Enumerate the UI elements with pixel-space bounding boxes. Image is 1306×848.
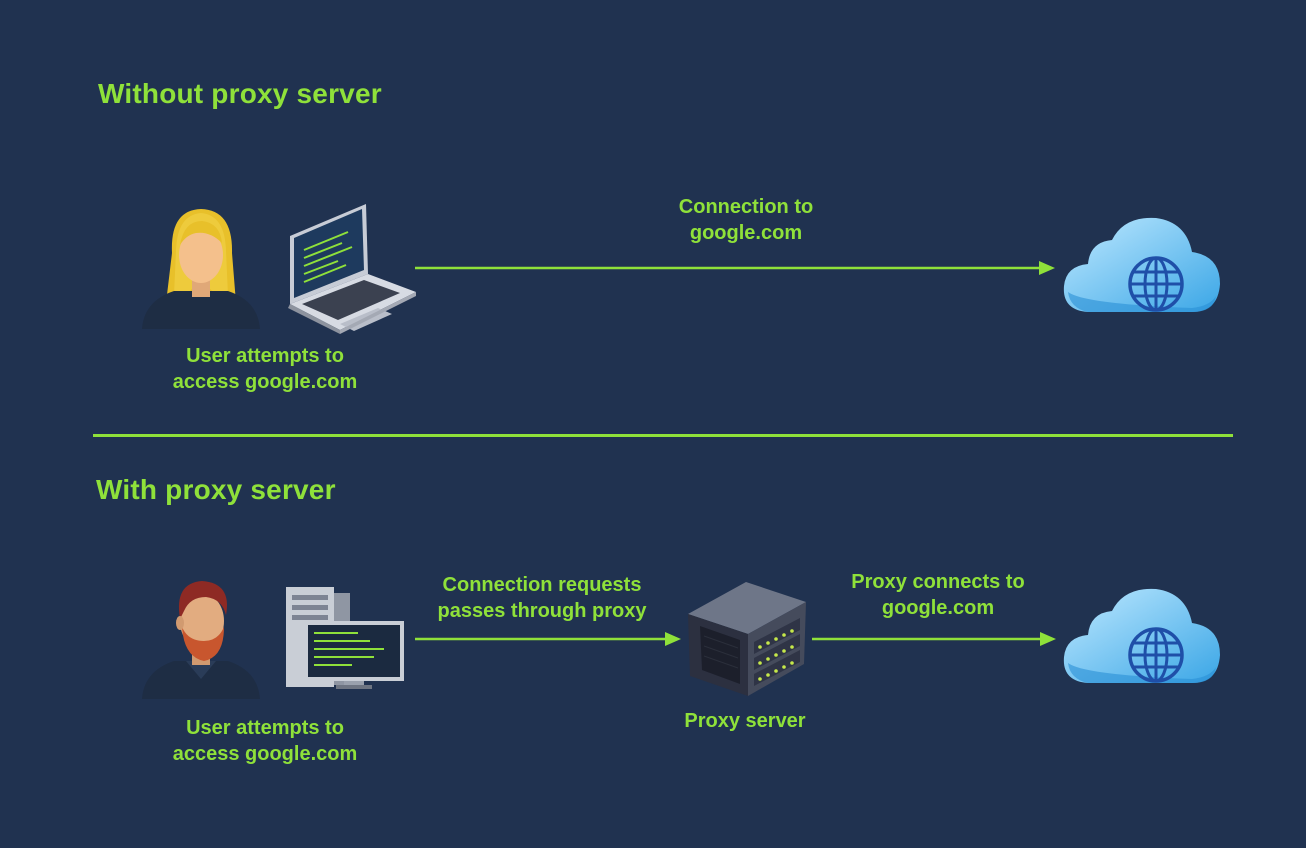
proxy-connect-label: Proxy connects to google.com bbox=[851, 571, 1025, 619]
user-caption: User attempts to access google.com bbox=[172, 717, 358, 765]
laptop-icon bbox=[288, 204, 416, 334]
section-title-without-proxy: Without proxy server bbox=[98, 78, 382, 109]
proxy-connect-arrow bbox=[812, 632, 1056, 646]
cloud-globe-icon bbox=[1063, 217, 1220, 312]
section-title-with-proxy: With proxy server bbox=[96, 474, 336, 505]
request-arrow bbox=[415, 632, 681, 646]
connection-arrow bbox=[415, 261, 1055, 275]
man-user-icon bbox=[142, 581, 260, 699]
connection-label: Connection to google.com bbox=[678, 196, 814, 244]
proxy-server-caption: Proxy server bbox=[684, 710, 806, 732]
section-divider bbox=[93, 434, 1233, 437]
user-caption: User attempts to access google.com bbox=[172, 345, 358, 393]
proxy-server-icon bbox=[688, 582, 806, 696]
request-label: Connection requests passes through proxy bbox=[437, 574, 647, 622]
desktop-computer-icon bbox=[286, 587, 404, 689]
cloud-globe-icon bbox=[1063, 588, 1220, 683]
woman-user-icon bbox=[142, 209, 260, 329]
